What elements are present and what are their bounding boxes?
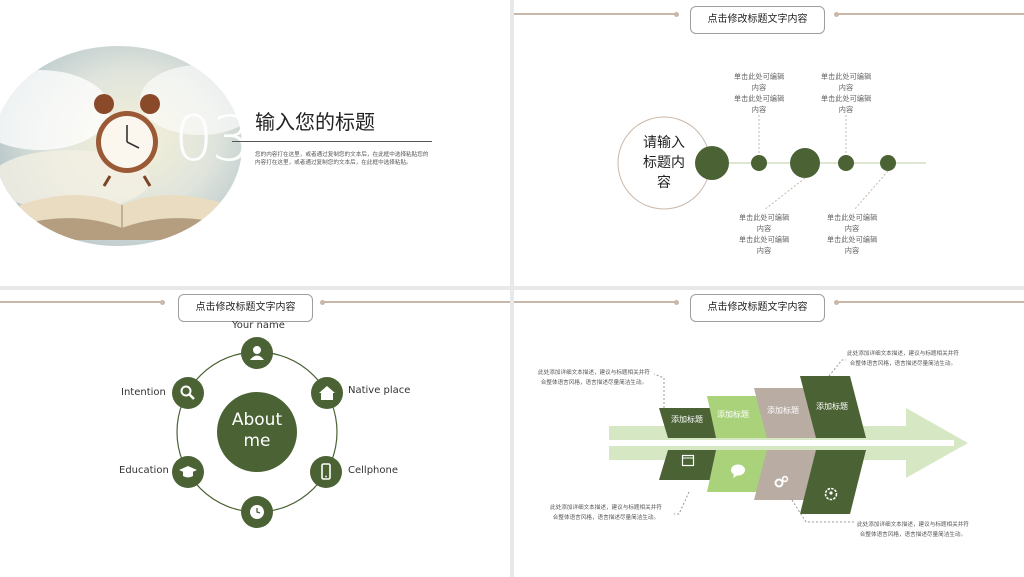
note-line: 内容 bbox=[751, 105, 767, 114]
about-me-text: About me bbox=[217, 410, 297, 452]
desc-line: 此处添加详细文本描述，建议与标题相关并符 bbox=[857, 522, 969, 528]
slide-title[interactable]: 输入您的标题 bbox=[255, 110, 375, 134]
phone-icon[interactable] bbox=[310, 456, 342, 488]
header-dot bbox=[674, 11, 679, 17]
about-line: me bbox=[243, 431, 271, 451]
label-cellphone: Cellphone bbox=[348, 465, 398, 476]
timeline-graphic bbox=[617, 115, 926, 211]
desc-top-right[interactable]: 此处添加详细文本描述，建议与标题相关并符 合整体语言风格，语言描述尽量简洁生动。 bbox=[847, 349, 959, 369]
note-line: 内容 bbox=[751, 83, 767, 92]
note-line: 单击此处可编辑 bbox=[733, 72, 785, 81]
header-line-right bbox=[836, 301, 1024, 303]
center-line: 容 bbox=[657, 175, 671, 191]
desc-line: 合整体语言风格，语言描述尽量简洁生动。 bbox=[552, 515, 660, 521]
note-top-left[interactable]: 单击此处可编辑 内容 单击此处可编辑 内容 bbox=[728, 71, 790, 115]
graduation-cap-icon[interactable] bbox=[172, 456, 204, 488]
desc-bottom-right[interactable]: 此处添加详细文本描述，建议与标题相关并符 合整体语言风格，语言描述尽量简洁生动。 bbox=[857, 520, 969, 540]
tag-2[interactable]: 添加标题 bbox=[717, 410, 749, 419]
header-dot bbox=[674, 299, 679, 305]
tag-4[interactable]: 添加标题 bbox=[816, 402, 848, 411]
header-dot bbox=[160, 299, 165, 305]
desc-line: 此处添加详细文本描述，建议与标题相关并符 bbox=[538, 370, 650, 376]
desc-line: 合整体语言风格，语言描述尽量简洁生动。 bbox=[540, 380, 648, 386]
center-line: 请输入 bbox=[643, 135, 685, 151]
note-line: 单击此处可编辑 bbox=[826, 235, 878, 244]
note-top-right[interactable]: 单击此处可编辑 内容 单击此处可编辑 内容 bbox=[815, 71, 877, 115]
title-body[interactable]: 您的内容打在这里，或者通过复制您的文本后，在此框中选择粘贴您的 内容打在这里，或… bbox=[255, 150, 428, 168]
user-icon[interactable] bbox=[241, 337, 273, 369]
header-line-left bbox=[514, 13, 676, 15]
note-line: 内容 bbox=[844, 246, 860, 255]
chat-icon[interactable] bbox=[730, 463, 746, 479]
house-icon[interactable] bbox=[311, 377, 343, 409]
note-bottom-left[interactable]: 单击此处可编辑 内容 单击此处可编辑 内容 bbox=[733, 212, 795, 256]
hero-photo bbox=[0, 46, 242, 246]
note-line: 内容 bbox=[838, 105, 854, 114]
slide-number: 03 bbox=[174, 102, 251, 175]
desc-line: 合整体语言风格，语言描述尽量简洁生动。 bbox=[859, 532, 967, 538]
title-underline bbox=[232, 141, 432, 142]
slide-1[interactable]: 03 输入您的标题 您的内容打在这里，或者通过复制您的文本后，在此框中选择粘贴您… bbox=[0, 0, 510, 286]
note-line: 内容 bbox=[756, 246, 772, 255]
desc-bottom-left[interactable]: 此处添加详细文本描述，建议与标题相关并符 合整体语言风格，语言描述尽量简洁生动。 bbox=[550, 503, 662, 523]
note-line: 单击此处可编辑 bbox=[820, 72, 872, 81]
desc-top-left[interactable]: 此处添加详细文本描述，建议与标题相关并符 合整体语言风格，语言描述尽量简洁生动。 bbox=[538, 368, 650, 388]
note-line: 单击此处可编辑 bbox=[733, 94, 785, 103]
arrow-graphic bbox=[609, 359, 968, 523]
header-title[interactable]: 点击修改标题文字内容 bbox=[690, 294, 825, 322]
label-education: Education bbox=[119, 465, 169, 476]
label-intention: Intention bbox=[121, 387, 166, 398]
clock-icon[interactable] bbox=[241, 496, 273, 528]
note-line: 内容 bbox=[756, 224, 772, 233]
slide-2[interactable]: 点击修改标题文字内容 请输入 标题内 容 单击此处可编辑 内容 单击此处可编辑 … bbox=[514, 0, 1024, 286]
header-line-right bbox=[322, 301, 510, 303]
desc-line: 合整体语言风格，语言描述尽量简洁生动。 bbox=[849, 361, 957, 367]
slide-4[interactable]: 点击修改标题文字内容 添加标题 添加标题 添加标题 添加标题 此处添加 bbox=[514, 290, 1024, 577]
note-line: 单击此处可编辑 bbox=[738, 213, 790, 222]
body-line: 内容打在这里，或者通过复制您的文本后，在此框中选择粘贴。 bbox=[255, 160, 412, 166]
tag-1[interactable]: 添加标题 bbox=[671, 415, 703, 424]
gears-icon[interactable] bbox=[773, 474, 789, 490]
header-line-right bbox=[836, 13, 1024, 15]
label-your-name: Your name bbox=[232, 320, 285, 331]
center-line: 标题内 bbox=[643, 155, 685, 171]
search-icon[interactable] bbox=[172, 377, 204, 409]
note-line: 单击此处可编辑 bbox=[820, 94, 872, 103]
desc-line: 此处添加详细文本描述，建议与标题相关并符 bbox=[847, 351, 959, 357]
header-title[interactable]: 点击修改标题文字内容 bbox=[178, 294, 313, 322]
body-line: 您的内容打在这里，或者通过复制您的文本后，在此框中选择粘贴您的 bbox=[255, 152, 429, 158]
center-title[interactable]: 请输入 标题内 容 bbox=[628, 133, 700, 193]
about-line: About bbox=[231, 410, 283, 430]
desc-line: 此处添加详细文本描述，建议与标题相关并符 bbox=[550, 505, 662, 511]
gear-person-icon[interactable] bbox=[823, 486, 839, 502]
header-line-left bbox=[0, 301, 162, 303]
note-line: 单击此处可编辑 bbox=[826, 213, 878, 222]
header-line-left bbox=[514, 301, 676, 303]
slide-3[interactable]: 点击修改标题文字内容 About me Your name Native pla… bbox=[0, 290, 510, 577]
label-native-place: Native place bbox=[348, 385, 411, 396]
note-line: 单击此处可编辑 bbox=[738, 235, 790, 244]
tag-3[interactable]: 添加标题 bbox=[767, 406, 799, 415]
note-line: 内容 bbox=[838, 83, 854, 92]
note-bottom-right[interactable]: 单击此处可编辑 内容 单击此处可编辑 内容 bbox=[821, 212, 883, 256]
calendar-icon[interactable] bbox=[681, 453, 695, 467]
header-title[interactable]: 点击修改标题文字内容 bbox=[690, 6, 825, 34]
note-line: 内容 bbox=[844, 224, 860, 233]
